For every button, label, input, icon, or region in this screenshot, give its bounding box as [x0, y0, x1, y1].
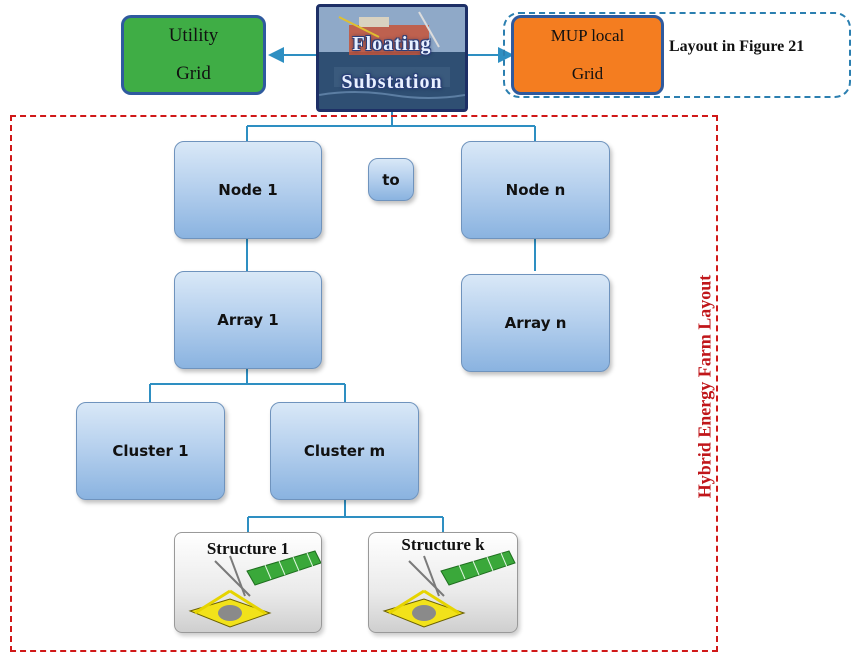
structure-k-label: Structure k — [401, 535, 485, 554]
floating-substation-box: Floating Substation — [316, 4, 468, 112]
layout-reference-label: Layout in Figure 21 — [669, 38, 805, 55]
utility-grid-line2: Grid — [176, 63, 211, 84]
mup-grid-boundary — [503, 12, 851, 98]
structure-1-label: Structure 1 — [206, 539, 290, 558]
array-to-clusters-connector — [149, 369, 346, 402]
floating-platform-with-solar-panels-icon — [382, 550, 516, 628]
node-n-box: Node n — [461, 141, 610, 239]
node-1-box: Node 1 — [174, 141, 322, 239]
cluster-to-structures-connector — [247, 500, 444, 532]
structure-k-box: Structure k — [368, 532, 518, 633]
substation-line1: Floating — [352, 33, 432, 55]
floating-platform-with-solar-panels-icon — [188, 550, 321, 628]
hybrid-farm-label: Hybrid Energy Farm Layout — [694, 274, 715, 499]
mup-grid-line2: Grid — [571, 64, 604, 83]
hybrid-farm-boundary — [10, 115, 718, 652]
substation-to-nodes-connector — [246, 112, 536, 141]
array-n-box: Array n — [461, 274, 610, 372]
node-separator-box: to — [368, 158, 414, 201]
offshore-substation-photo-icon — [319, 7, 465, 109]
substation-line2: Substation — [341, 71, 443, 93]
array-1-box: Array 1 — [174, 271, 322, 369]
mup-local-grid-box: MUP local Grid — [511, 15, 664, 95]
cluster-1-box: Cluster 1 — [76, 402, 225, 500]
utility-grid-box: Utility Grid — [121, 15, 266, 95]
utility-grid-line1: Utility — [168, 25, 219, 46]
cluster-m-box: Cluster m — [270, 402, 419, 500]
mup-grid-line1: MUP local — [550, 26, 625, 45]
structure-1-box: Structure 1 — [174, 532, 322, 633]
